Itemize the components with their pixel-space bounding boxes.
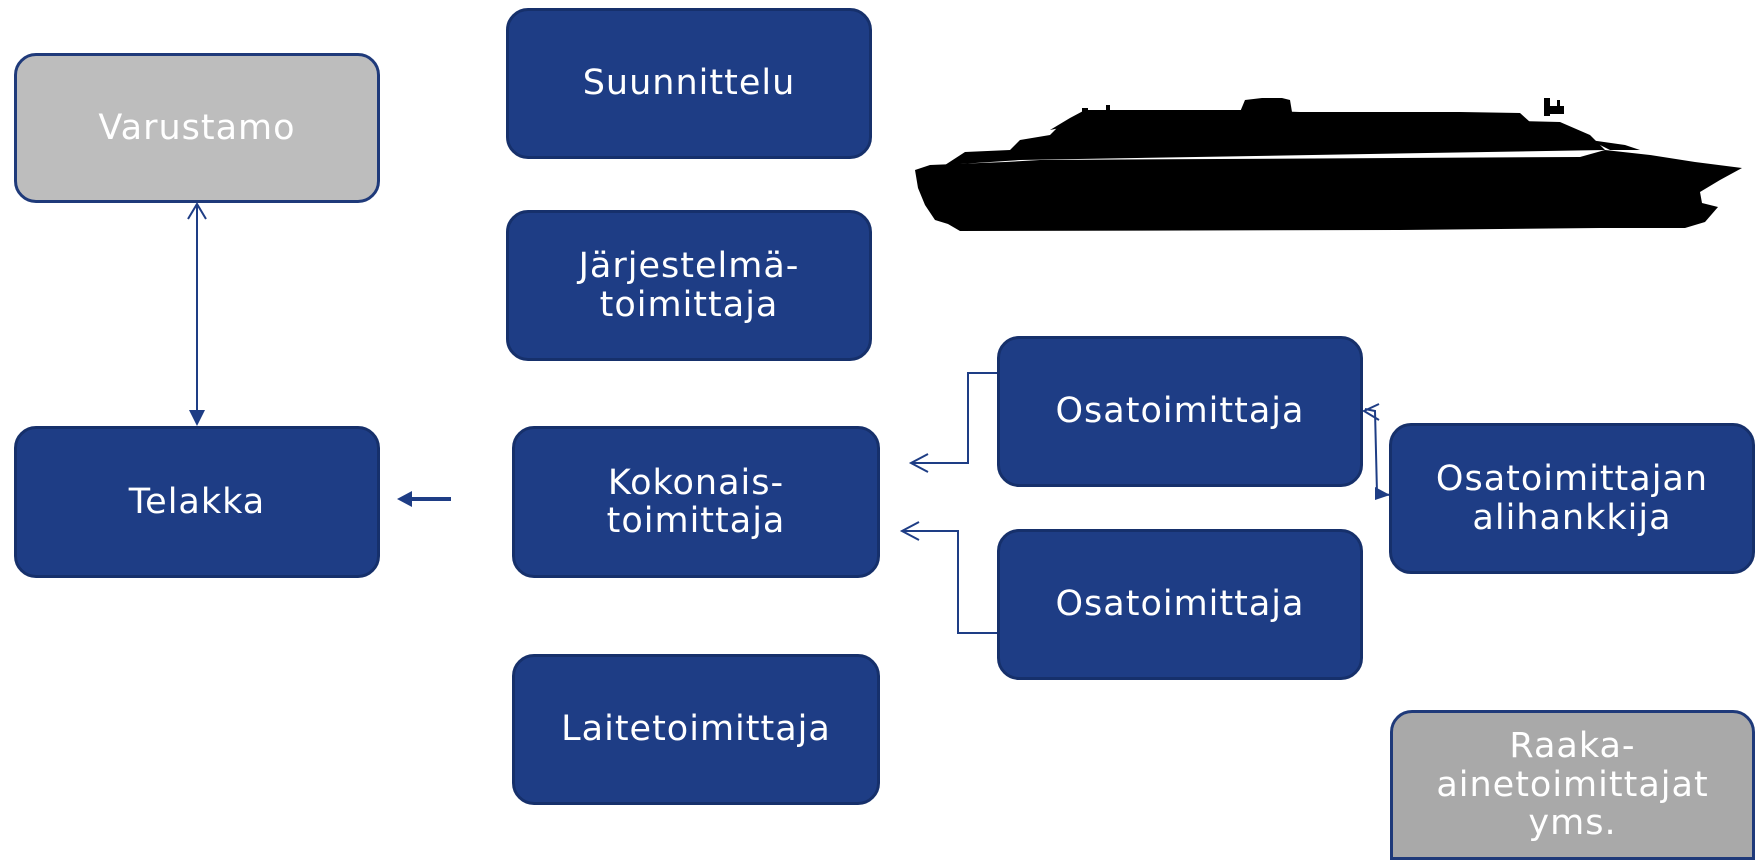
- node-osatoimittaja-1[interactable]: Osatoimittaja: [997, 336, 1363, 487]
- arrowhead-left-telakka: [397, 491, 412, 507]
- node-suunnittelu[interactable]: Suunnittelu: [506, 8, 872, 159]
- node-jarjestelmatoimittaja[interactable]: Järjestelmä- toimittaja: [506, 210, 872, 361]
- node-label: Raaka- ainetoimittajat yms.: [1436, 726, 1709, 843]
- arrowhead-down: [189, 410, 205, 426]
- node-laitetoimittaja[interactable]: Laitetoimittaja: [512, 654, 880, 805]
- node-label: Varustamo: [98, 107, 296, 148]
- node-osatoimittaja-2[interactable]: Osatoimittaja: [997, 529, 1363, 680]
- node-label: Kokonais- toimittaja: [606, 462, 786, 541]
- node-label: Osatoimittajan alihankkija: [1435, 459, 1709, 538]
- node-raaka-ainetoimittajat[interactable]: Raaka- ainetoimittajat yms.: [1390, 710, 1755, 860]
- node-osatoimittajan-alihankkija[interactable]: Osatoimittajan alihankkija: [1389, 423, 1755, 574]
- arrowhead-alihankkija: [1375, 487, 1390, 500]
- node-label: Osatoimittaja: [1055, 391, 1305, 432]
- node-label: Laitetoimittaja: [561, 709, 831, 750]
- node-label: Järjestelmä- toimittaja: [578, 246, 800, 325]
- arrowhead-up: [187, 202, 207, 220]
- arrowhead-left-1: [908, 453, 929, 473]
- connector-osatoimittaja1-kokonais: [913, 372, 998, 464]
- arrowhead-osatoimittaja1: [1361, 403, 1380, 421]
- node-kokonaistoimittaja[interactable]: Kokonais- toimittaja: [512, 426, 880, 578]
- connector-osatoimittaja2-kokonais: [904, 530, 998, 634]
- node-telakka[interactable]: Telakka: [14, 426, 380, 578]
- node-varustamo[interactable]: Varustamo: [14, 53, 380, 203]
- arrowhead-left-2: [899, 521, 920, 541]
- node-label: Osatoimittaja: [1055, 584, 1305, 625]
- node-label: Telakka: [128, 481, 266, 522]
- node-label: Suunnittelu: [582, 63, 796, 104]
